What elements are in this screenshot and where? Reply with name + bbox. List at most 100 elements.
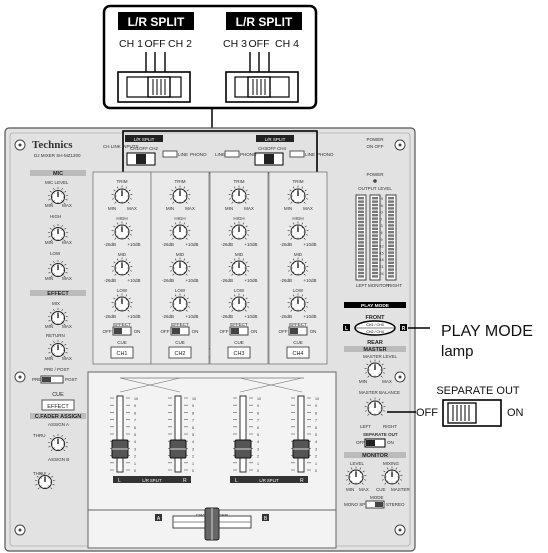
meter-scale-6: -9	[379, 238, 382, 242]
fader2-scale-4: 6	[192, 426, 194, 430]
ch4-high-knob[interactable]	[287, 221, 309, 240]
ch4-low-pos: +10dB	[303, 314, 316, 319]
ch4-cue-button-label: CH4	[292, 351, 303, 357]
effect-cue-button-label: EFFECT	[47, 404, 69, 410]
ch4-mid-neg: -26dB	[280, 278, 292, 283]
monitor-level-knob[interactable]	[345, 466, 367, 485]
fader2-scale-6: 4	[192, 440, 194, 444]
sep-out-callout-off: OFF	[416, 407, 438, 419]
ch1-trim-label: TRIM	[117, 179, 128, 184]
src-phono-1: PHONO	[190, 152, 207, 157]
master-max: MAX	[382, 379, 392, 384]
lr-split-switch-left[interactable]	[117, 71, 191, 103]
lr-split-label-ch2: CH 2	[168, 38, 192, 50]
mono-split-label: MONO SPLIT	[344, 502, 372, 507]
panel-sep-on: ON	[387, 440, 394, 445]
selector-ch2[interactable]	[162, 150, 178, 158]
fader1-scale-10: 0	[134, 469, 136, 473]
ch3-effect-switch[interactable]	[229, 326, 249, 336]
crossfader[interactable]	[172, 507, 252, 541]
assign-b-knob[interactable]	[35, 472, 55, 490]
ch1-cue-label: CUE	[117, 340, 127, 345]
ch1-high-knob[interactable]	[111, 221, 133, 240]
ch2-high-knob[interactable]	[169, 221, 191, 240]
ch1-mid-knob[interactable]	[111, 257, 133, 276]
ch1-cue-button[interactable]: CH1	[110, 346, 134, 359]
fader3-scale-7: 3	[257, 447, 259, 451]
mic-high-knob[interactable]	[48, 224, 68, 242]
ch2-mid-knob[interactable]	[169, 257, 191, 276]
meter-scale-8: -15	[378, 251, 383, 255]
sep-out-callout-switch[interactable]	[442, 399, 502, 427]
master-balance-knob[interactable]	[364, 397, 386, 416]
monitor-mixing-knob[interactable]	[381, 466, 403, 485]
effect-mix-knob[interactable]	[48, 308, 68, 326]
assign-a-knob[interactable]	[48, 434, 68, 452]
play-mode-panel-title: PLAY MODE	[361, 303, 390, 309]
ch3-mid-neg: -26dB	[221, 278, 233, 283]
fader3-scale-5: 5	[257, 433, 259, 437]
ch3-low-knob[interactable]	[228, 293, 250, 312]
mic-level-knob[interactable]	[48, 187, 68, 205]
knob-min-2: MIN	[45, 276, 53, 281]
ch1-trim-knob[interactable]	[111, 185, 133, 204]
separate-out-callout: SEPARATE OUT OFF ON	[387, 385, 524, 427]
meter-scale-11: -24	[378, 272, 383, 276]
selector-ch4[interactable]	[289, 150, 305, 158]
ch3-high-knob[interactable]	[228, 221, 250, 240]
monitor-cue: CUE	[376, 487, 386, 492]
effect-cue-label: CUE	[52, 392, 64, 398]
fader2-scale-10: 0	[192, 469, 194, 473]
ch2-mid-label: MID	[176, 252, 185, 257]
output-level-title: OUTPUT LEVEL	[358, 186, 392, 191]
ch4-trim-max: MAX	[303, 206, 313, 211]
ch1-low-knob[interactable]	[111, 293, 133, 312]
post-label: POST	[65, 377, 78, 382]
ch3-low-neg: -26dB	[221, 314, 233, 319]
ch2-cue-button[interactable]: CH2	[168, 346, 192, 359]
mic-low-knob[interactable]	[48, 260, 68, 278]
ch4-cue-button[interactable]: CH4	[286, 346, 310, 359]
fader4-scale-7: 3	[315, 447, 317, 451]
ch3-high-pos: +10dB	[244, 242, 257, 247]
selector-ch3[interactable]	[224, 150, 240, 158]
ch3-mid-knob[interactable]	[228, 257, 250, 276]
fader-split-l-1: L	[118, 478, 121, 484]
fader1-scale-7: 3	[134, 447, 136, 451]
lr-split-switch-right[interactable]	[225, 71, 299, 103]
fader3-scale-6: 4	[257, 440, 259, 444]
ch4-trim-min: MIN	[284, 206, 292, 211]
ch2-high-label: HIGH	[174, 216, 185, 221]
ch4-mid-knob[interactable]	[287, 257, 309, 276]
ch2-effect-switch[interactable]	[170, 326, 190, 336]
ch2-low-knob[interactable]	[169, 293, 191, 312]
ch3-trim-knob[interactable]	[228, 185, 250, 204]
effect-section-title: EFFECT	[47, 291, 69, 297]
ch3-cue-button[interactable]: CH3	[227, 346, 251, 359]
power-states: ON OFF	[367, 144, 384, 149]
meter-scale-2: +3	[379, 211, 383, 215]
ch1-effect-switch[interactable]	[112, 326, 132, 336]
ch4-effect-switch[interactable]	[288, 326, 308, 336]
effect-cue-button[interactable]	[41, 399, 75, 411]
ch4-trim-knob[interactable]	[287, 185, 309, 204]
panel-lr-split-title-right: L/R SPLIT	[265, 137, 286, 142]
effect-return-knob[interactable]	[48, 340, 68, 358]
master-level-knob[interactable]	[364, 359, 386, 378]
cf-assign-title: C.FADER ASSIGN	[35, 414, 82, 420]
meter-scale-5: -6	[379, 231, 382, 235]
pre-post-switch[interactable]	[40, 375, 64, 384]
power-indicator: POWER ON OFF	[366, 137, 384, 149]
panel-lr-split-title-left: L/R SPLIT	[134, 137, 155, 142]
fader-split-r-1: R	[183, 478, 187, 484]
ch2-trim-knob[interactable]	[169, 185, 191, 204]
ch1-low-label: LOW	[117, 288, 128, 293]
ch4-low-knob[interactable]	[287, 293, 309, 312]
fader2-scale-8: 2	[192, 455, 194, 459]
meter-scale-4: -3	[379, 224, 382, 228]
fader1-scale-8: 2	[134, 455, 136, 459]
